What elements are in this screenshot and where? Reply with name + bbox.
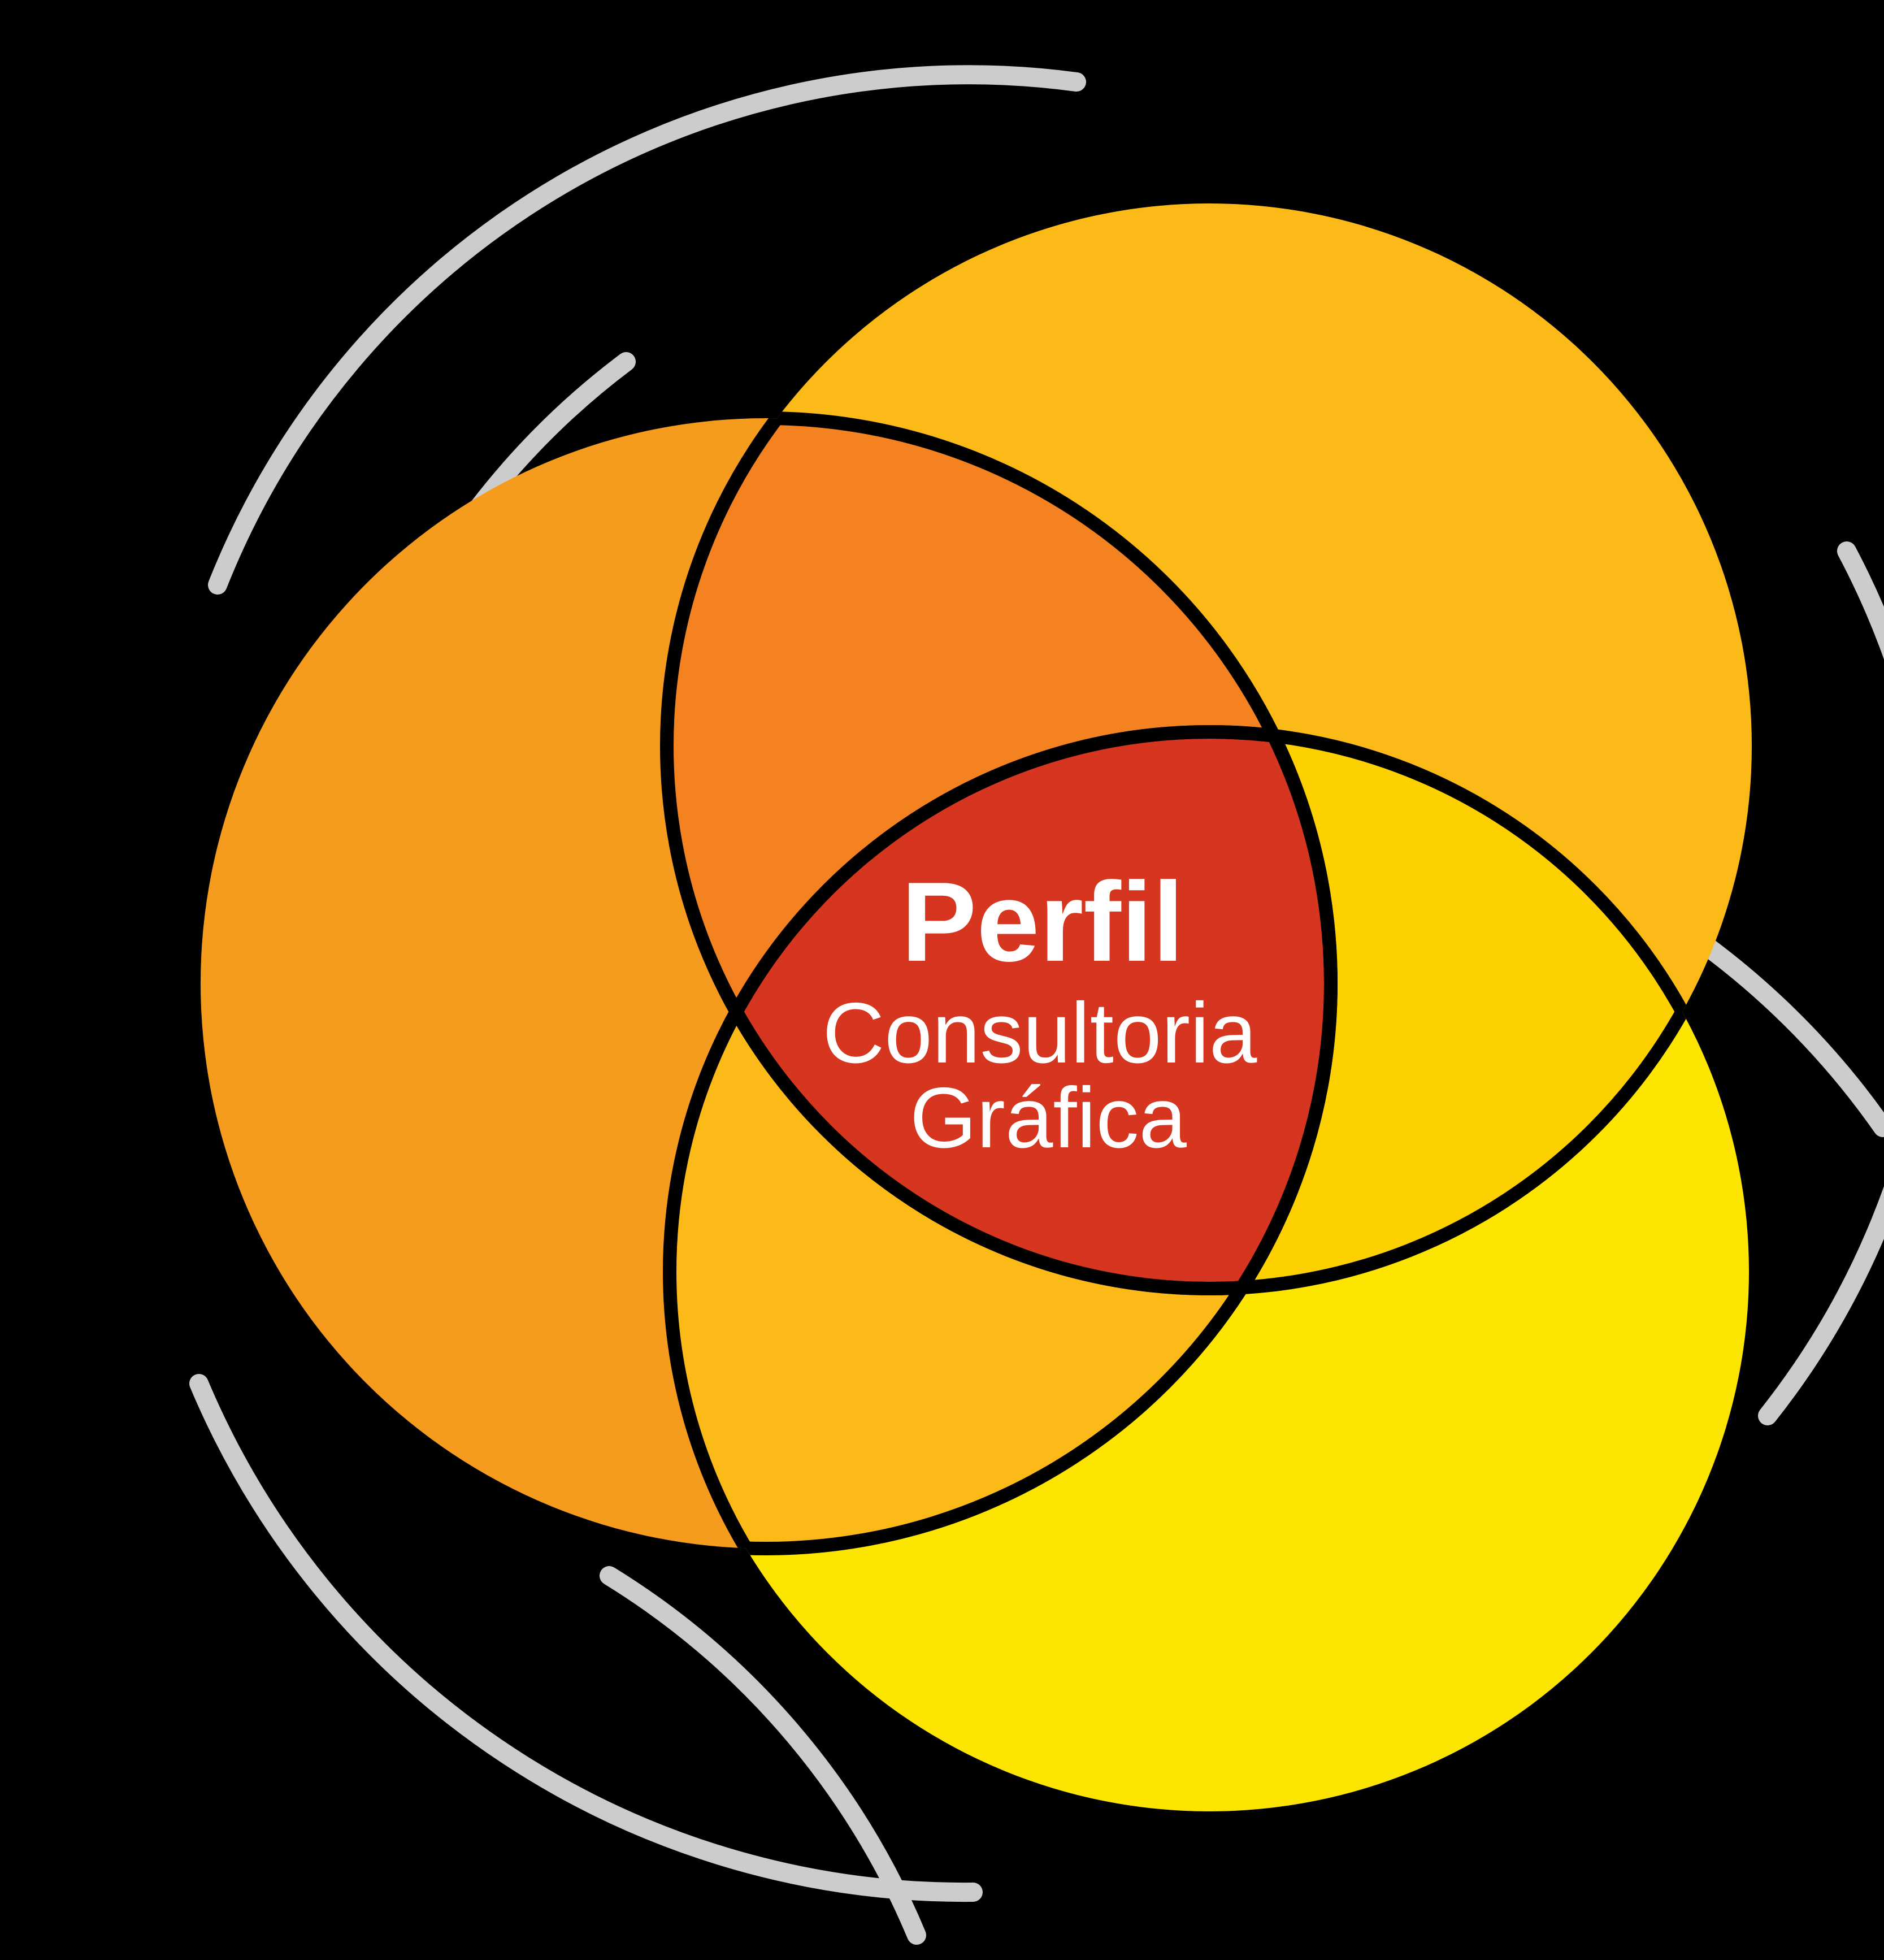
arc-right-outer-icon: [1758, 541, 1884, 1425]
arc-bottom-left-inner-icon: [600, 1566, 926, 1945]
arc-top-left-outer-icon: [208, 65, 1086, 595]
arc-bottom-left-outer-icon: [189, 1374, 983, 1902]
orange-outline-in-yellow: [670, 732, 1338, 1555]
amber-outline-in-yellow: [670, 732, 1749, 1295]
